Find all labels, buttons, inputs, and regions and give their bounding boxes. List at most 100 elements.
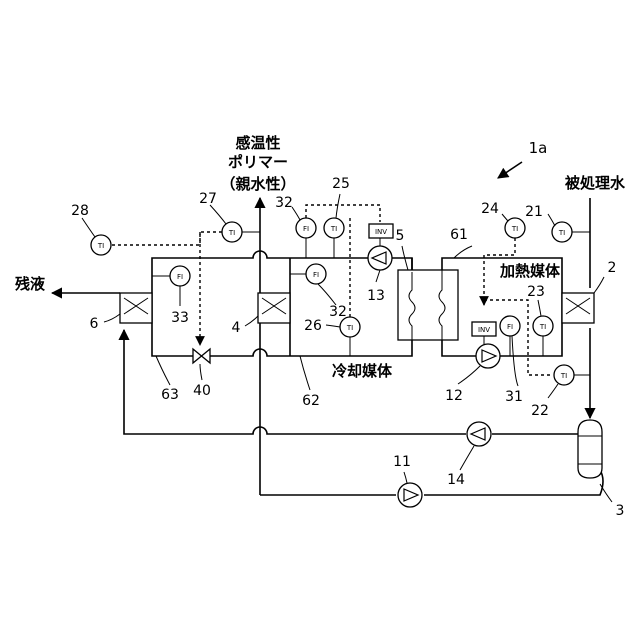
ti-25-text: TI: [330, 225, 337, 233]
treated-water-label: 被処理水: [565, 174, 626, 192]
control-valve-40: [193, 349, 210, 363]
ref-31: 31: [505, 389, 523, 405]
instrument-ti-22: TI: [554, 365, 590, 385]
pump-14-return-line: [124, 330, 466, 434]
ref-61: 61: [450, 227, 468, 243]
ref-5: 5: [396, 228, 405, 244]
instrument-ti-25: TI: [324, 218, 344, 258]
leader-61: [454, 246, 472, 258]
ref-11: 11: [393, 454, 411, 470]
heat-exchanger-2: [562, 293, 594, 323]
pump-12: [476, 344, 500, 368]
pump-11: [398, 483, 422, 507]
ref-27: 27: [199, 191, 217, 207]
piping: [52, 198, 603, 495]
fi-33-text: FI: [177, 273, 183, 281]
ref-13: 13: [367, 288, 385, 304]
leader-23: [538, 300, 541, 316]
polymer-label-line3: （親水性）: [220, 175, 295, 193]
valve-body: [193, 349, 210, 363]
hx5-body: [398, 270, 458, 340]
leader-40: [200, 364, 202, 380]
leader-32a: [292, 207, 300, 220]
leader-3: [600, 484, 612, 502]
ref-3: 3: [616, 503, 625, 519]
ti-21-text: TI: [558, 229, 565, 237]
leader-12: [458, 366, 480, 384]
leader-14: [460, 446, 474, 470]
inv-13-text: INV: [375, 228, 387, 236]
fi-31-text: FI: [507, 323, 513, 331]
ref-23: 23: [527, 284, 545, 300]
heat-exchanger-5: [398, 270, 458, 340]
system-id-arrow: [498, 162, 522, 178]
leader-62: [300, 356, 310, 390]
leader-6: [104, 314, 120, 322]
leader-31: [512, 336, 518, 386]
instrument-fi-32a: FI: [296, 218, 316, 258]
ref-33: 33: [171, 310, 189, 326]
ref-22: 22: [531, 403, 549, 419]
leader-21: [548, 214, 555, 226]
ref-32a: 32: [275, 195, 293, 211]
ref-28: 28: [71, 203, 89, 219]
leader-28: [82, 218, 95, 237]
ref-4: 4: [232, 320, 241, 336]
ref-32b: 32: [329, 304, 347, 320]
fi-32a-text: FI: [303, 225, 309, 233]
ref-6: 6: [90, 316, 99, 332]
ti-23-text: TI: [539, 323, 546, 331]
loop-63-bottom-right: [210, 349, 290, 356]
ti-26-text: TI: [346, 324, 353, 332]
leader-25: [336, 194, 340, 218]
signal-28-27: [112, 232, 222, 245]
ti-28-text: TI: [97, 242, 104, 250]
instrument-fi-33: FI: [152, 266, 190, 286]
leader-4: [245, 316, 258, 326]
ti-27-text: TI: [228, 229, 235, 237]
ref-12: 12: [445, 388, 463, 404]
instrument-ti-21: TI: [552, 222, 590, 242]
leader-13: [376, 270, 380, 282]
leader-24: [502, 214, 508, 221]
fi-32b-text: FI: [313, 271, 319, 279]
tank-body: [578, 420, 602, 478]
leader-11: [404, 472, 407, 483]
instrument-fi-32b: FI: [290, 264, 326, 284]
ref-2: 2: [608, 260, 617, 276]
instrument-ti-28: TI: [91, 235, 111, 255]
hx6-body: [120, 293, 152, 323]
heating-medium-label: 加熱媒体: [499, 262, 561, 280]
pump-13: [368, 246, 392, 270]
system-id-label: 1a: [529, 139, 548, 157]
instrument-ti-27: TI: [222, 222, 260, 242]
leader-63: [156, 356, 170, 385]
ref-14: 14: [447, 472, 465, 488]
leader-27: [210, 205, 226, 224]
ref-62: 62: [302, 393, 320, 409]
ref-26: 26: [304, 318, 322, 334]
cooling-medium-label: 冷却媒体: [332, 362, 393, 380]
heating-loop-bottom: [442, 340, 476, 356]
polymer-label-line2: ポリマー: [228, 153, 288, 171]
inverter-13: INV: [369, 224, 393, 246]
inv-12-text: INV: [478, 326, 490, 334]
hx4-body: [258, 293, 290, 323]
ref-40: 40: [193, 383, 211, 399]
ref-21: 21: [525, 204, 543, 220]
ref-24: 24: [481, 201, 499, 217]
ref-25: 25: [332, 176, 350, 192]
ref-63: 63: [161, 387, 179, 403]
leader-32b: [318, 284, 336, 305]
ti-24-text: TI: [511, 225, 518, 233]
leader-26: [326, 325, 340, 327]
inverter-12: INV: [472, 322, 496, 344]
tank-3: [578, 420, 602, 478]
instrument-fi-31: FI: [500, 316, 520, 356]
leader-22: [548, 384, 558, 398]
leader-lines: [82, 194, 612, 502]
residual-liquid-label: 残液: [15, 275, 46, 293]
polymer-label-line1: 感温性: [235, 134, 280, 152]
instrument-ti-26: TI: [340, 317, 360, 356]
